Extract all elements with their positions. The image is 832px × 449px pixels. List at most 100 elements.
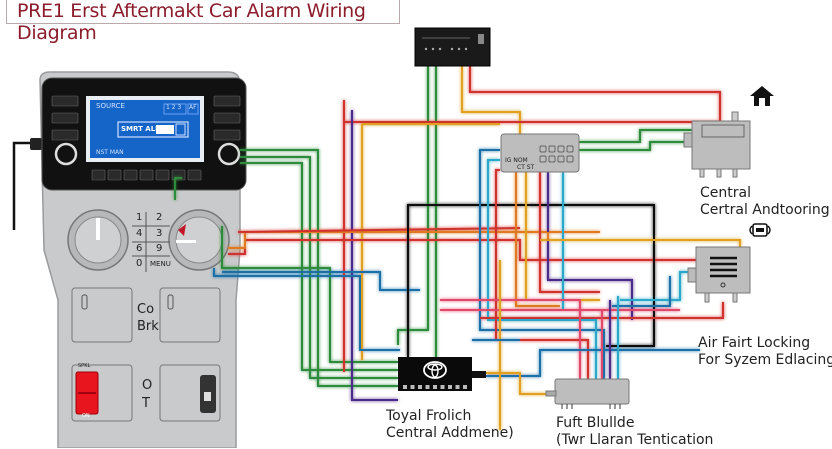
alarm-siren-module[interactable] <box>414 27 491 67</box>
ecu-pin <box>433 385 437 389</box>
ecu-pin <box>418 385 422 389</box>
wire-purple <box>547 172 633 320</box>
tune-knob[interactable] <box>217 142 241 166</box>
preset-button-1[interactable] <box>91 169 106 181</box>
keypad-key[interactable]: 0 <box>136 258 143 269</box>
junction-socket <box>548 145 556 153</box>
dashboard-console <box>12 71 247 448</box>
red-switch-bottom-label: ON <box>82 413 90 419</box>
wire-black <box>407 204 655 357</box>
house-icon <box>750 86 774 106</box>
ecu-pin <box>425 385 430 389</box>
temperature-knob-pointer[interactable] <box>96 218 100 240</box>
wire-purple <box>351 110 398 401</box>
junction-socket <box>539 145 547 153</box>
power-plug-icon <box>30 138 42 150</box>
keypad-key[interactable]: 9 <box>156 243 163 254</box>
diagram-title: PRE1 Erst Aftermakt Car Alarm Wiring Dia… <box>17 0 366 44</box>
wire-green <box>397 66 429 345</box>
wire-red <box>539 172 600 293</box>
air-locking-caption-line2: For Syzem Edlacing: <box>698 352 832 368</box>
fuse-module-caption-line1: Fuft Blullde <box>556 415 635 431</box>
central-locking-module[interactable] <box>683 111 751 178</box>
console-label-o: O <box>142 378 153 393</box>
volume-knob[interactable] <box>54 142 78 166</box>
air-locking-caption: Air Fairt Locking For Syzem Edlacing: <box>698 335 832 369</box>
wire-red <box>469 66 721 121</box>
ecu-pin <box>463 385 467 389</box>
wire-red <box>343 100 720 123</box>
keypad-key[interactable]: 3 <box>156 228 163 239</box>
keypad-key[interactable]: 2 <box>156 212 163 223</box>
keypad-key[interactable]: 4 <box>136 228 143 239</box>
head-unit <box>41 77 247 191</box>
head-unit-button-sound[interactable] <box>51 112 79 124</box>
ecu-pin <box>410 385 415 389</box>
head-unit-button-seek[interactable] <box>213 129 241 141</box>
head-unit-screen[interactable] <box>90 100 200 158</box>
junction-socket <box>557 145 565 153</box>
wire-red <box>237 227 521 233</box>
lock-actuator-icon <box>749 223 771 237</box>
storage-panel-right[interactable] <box>159 287 221 343</box>
screen-center-text: SMRT ALRM <box>121 125 168 133</box>
preset-button-4[interactable] <box>139 169 154 181</box>
head-unit-button-scan[interactable] <box>51 129 79 141</box>
ecu-pin <box>403 385 407 389</box>
wire-yellow <box>540 239 741 247</box>
head-unit-button-band[interactable] <box>213 112 241 124</box>
power-cord <box>12 141 36 230</box>
ecu-pin <box>455 385 460 389</box>
wire-bundle <box>174 66 741 430</box>
wire-yellow <box>486 372 546 395</box>
air-locking-caption-line1: Air Fairt Locking <box>698 335 811 351</box>
wire-blue <box>222 271 420 291</box>
ecu-pin <box>440 385 445 389</box>
wire-blue <box>479 149 605 379</box>
screen-badge-2: AF <box>189 104 197 111</box>
preset-button-7[interactable] <box>187 169 202 181</box>
center-junction-box[interactable] <box>500 133 580 173</box>
junction-socket <box>566 145 574 153</box>
wire-cyan <box>487 159 597 379</box>
wire-blue <box>486 349 700 377</box>
wire-green <box>579 141 692 151</box>
preset-button-3[interactable] <box>123 169 138 181</box>
junction-socket <box>548 155 556 163</box>
junction-socket <box>557 155 565 163</box>
junction-label-ign: IG NOM <box>505 157 528 164</box>
junction-socket <box>539 155 547 163</box>
fuse-module[interactable] <box>545 378 630 409</box>
toyota-ecu-caption-line1: Toyal Frolich <box>386 408 472 424</box>
preset-button-5[interactable] <box>155 169 170 181</box>
screen-footer-text: NST MAN <box>96 149 124 156</box>
toyota-ecu-module[interactable] <box>398 357 486 391</box>
preset-button-2[interactable] <box>107 169 122 181</box>
keypad-key[interactable]: MENU <box>150 260 171 268</box>
junction-socket <box>566 155 574 163</box>
wire-red <box>480 302 724 319</box>
junction-label-ct: CT ST <box>517 164 535 171</box>
wire-blue <box>213 268 400 351</box>
wire-blue <box>612 276 671 307</box>
head-unit-button-tune[interactable] <box>213 95 241 107</box>
air-locking-module[interactable] <box>687 246 751 303</box>
screen-badge-1: 1 2 3 <box>166 104 182 111</box>
toyota-ecu-caption: Toyal Frolich Central Addmene) <box>386 408 514 442</box>
fuse-module-caption: Fuft Blullde (Twr Llaran Tentication <box>556 415 713 449</box>
console-label-t: T <box>142 396 150 411</box>
diagram-title-box: PRE1 Erst Aftermakt Car Alarm Wiring Dia… <box>6 0 400 44</box>
wire-red <box>228 239 700 261</box>
red-switch-top-label: SPKL <box>78 363 91 369</box>
central-locking-caption-line1: Central <box>700 185 751 201</box>
ecu-pin <box>448 385 452 389</box>
head-unit-button-menu[interactable] <box>51 95 79 107</box>
keypad-key[interactable]: 6 <box>136 243 143 254</box>
storage-panel-left[interactable] <box>71 287 133 343</box>
central-locking-caption-line2: Certral Andtooring <box>700 202 830 218</box>
toyota-ecu-caption-line2: Central Addmene) <box>386 425 514 441</box>
toyota-logo-icon <box>423 361 447 379</box>
wire-orange <box>228 231 600 249</box>
keypad-key[interactable]: 1 <box>136 212 143 223</box>
